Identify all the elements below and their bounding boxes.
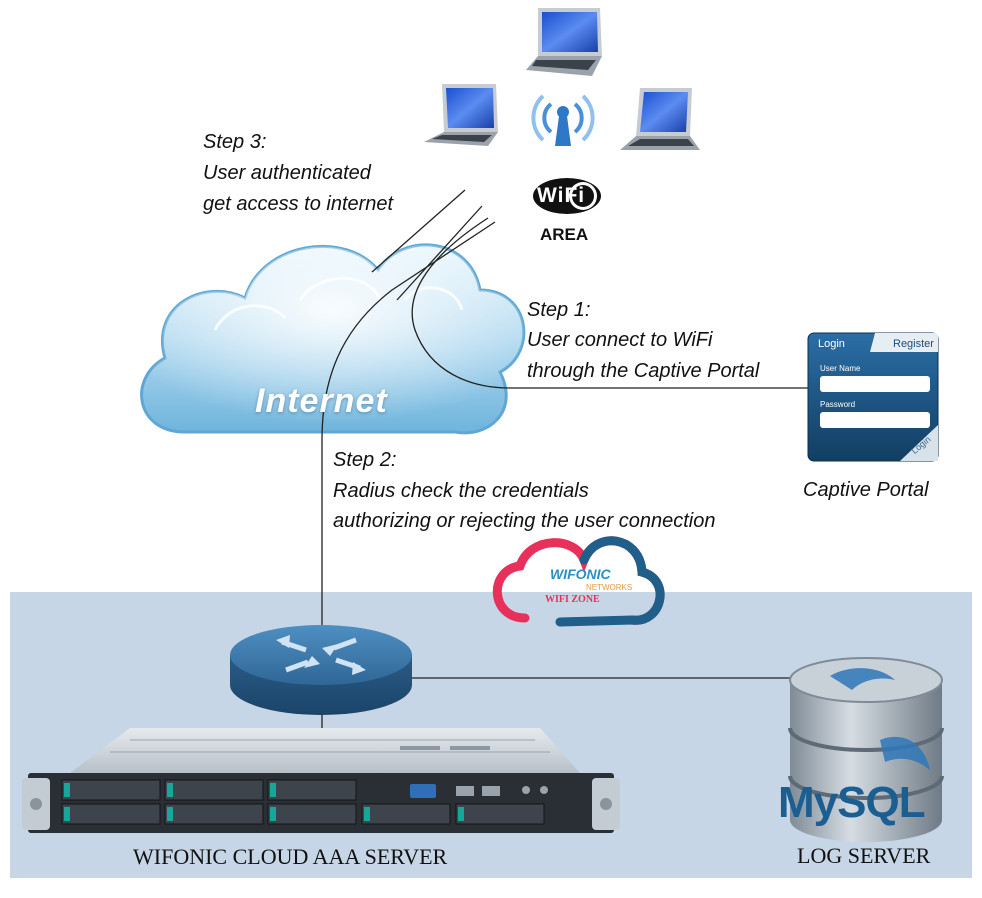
step1-line2: through the Captive Portal (527, 360, 760, 382)
step3-title: Step 3: (203, 131, 267, 153)
laptop-icon (424, 84, 498, 146)
mysql-logo-text: MySQL (778, 778, 926, 827)
step2-line2: authorizing or rejecting the user connec… (333, 510, 716, 532)
step2-title: Step 2: (333, 449, 397, 471)
link-step3-a (371, 189, 466, 273)
wifi-badge-logo: WiFi (537, 184, 586, 207)
wifi-antenna-icon (531, 94, 595, 146)
portal-tab-login: Login (818, 338, 845, 350)
step2-line1: Radius check the credentials (333, 480, 589, 502)
server-caption: WIFONIC CLOUD AAA SERVER (133, 844, 448, 869)
captive-portal-card (807, 332, 939, 462)
link-step2 (321, 221, 496, 640)
database-icon (788, 657, 944, 842)
laptop-icon (620, 88, 700, 150)
link-step3-b (396, 205, 483, 301)
log-server-caption: LOG SERVER (797, 843, 931, 868)
brand-zone: WIFI ZONE (545, 594, 600, 605)
portal-password-label: Password (820, 400, 856, 409)
step1-line1: User connect to WiFi (527, 329, 713, 351)
laptop-icon (526, 8, 602, 76)
step1-title: Step 1: (527, 299, 591, 321)
internet-cloud (140, 243, 526, 435)
router-icon (230, 625, 412, 715)
wifonic-logo (492, 536, 665, 627)
link-step1 (411, 217, 808, 389)
portal-username-label: User Name (820, 364, 861, 373)
wifi-area-badge (533, 178, 601, 214)
step3-line1: User authenticated (203, 162, 371, 184)
step3-line2: get access to internet (203, 193, 394, 215)
portal-tab-register: Register (893, 338, 934, 350)
server-rack-icon (22, 728, 620, 833)
brand-name: WIFONIC (550, 566, 611, 582)
wifi-badge-area: AREA (540, 225, 589, 244)
captive-portal-caption: Captive Portal (803, 479, 929, 501)
brand-sub: NETWORKS (586, 583, 633, 592)
internet-label: Internet (255, 382, 388, 420)
